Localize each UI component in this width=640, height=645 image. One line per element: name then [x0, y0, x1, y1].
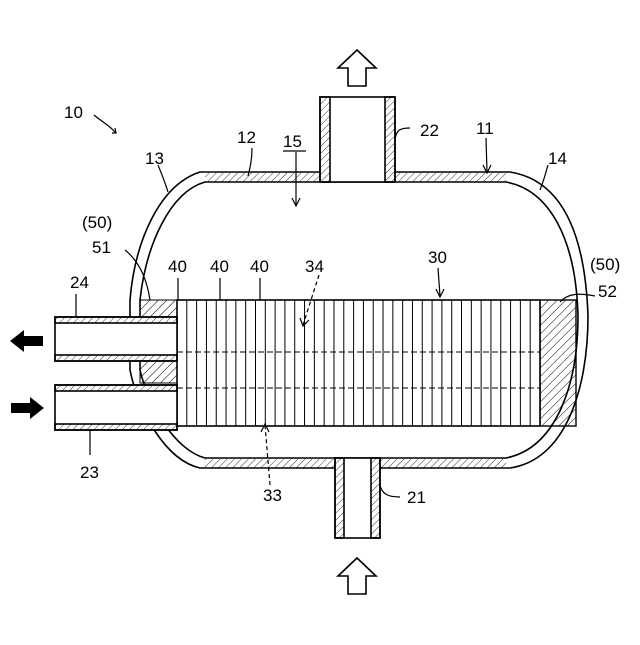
label-34: 34 [305, 257, 324, 276]
label-51: 51 [92, 238, 111, 257]
right-arrow-in [11, 397, 44, 419]
label-14: 14 [548, 149, 567, 168]
up-arrow-bottom [338, 558, 376, 594]
up-arrow-top [338, 50, 376, 86]
plate-stack [177, 300, 540, 426]
label-10: 10 [64, 103, 83, 122]
label-21: 21 [407, 488, 426, 507]
label-40-a: 40 [168, 257, 187, 276]
label-33: 33 [263, 486, 282, 505]
label-13: 13 [145, 149, 164, 168]
label-40-c: 40 [250, 257, 269, 276]
label-50-right: (50) [590, 255, 620, 274]
side-pipe-23 [55, 385, 177, 430]
label-30: 30 [428, 248, 447, 267]
label-50-left: (50) [82, 213, 112, 232]
label-22: 22 [420, 121, 439, 140]
side-pipe-24 [55, 317, 177, 361]
outlet-pipe-top [320, 97, 395, 182]
label-23: 23 [80, 463, 99, 482]
left-arrow-out [10, 330, 43, 352]
label-12: 12 [237, 128, 256, 147]
label-52: 52 [598, 282, 617, 301]
header-block-52 [540, 300, 576, 426]
inlet-pipe-bottom [335, 458, 380, 538]
label-11: 11 [476, 119, 494, 138]
label-24: 24 [70, 273, 89, 292]
label-15: 15 [283, 132, 302, 151]
label-40-b: 40 [210, 257, 229, 276]
